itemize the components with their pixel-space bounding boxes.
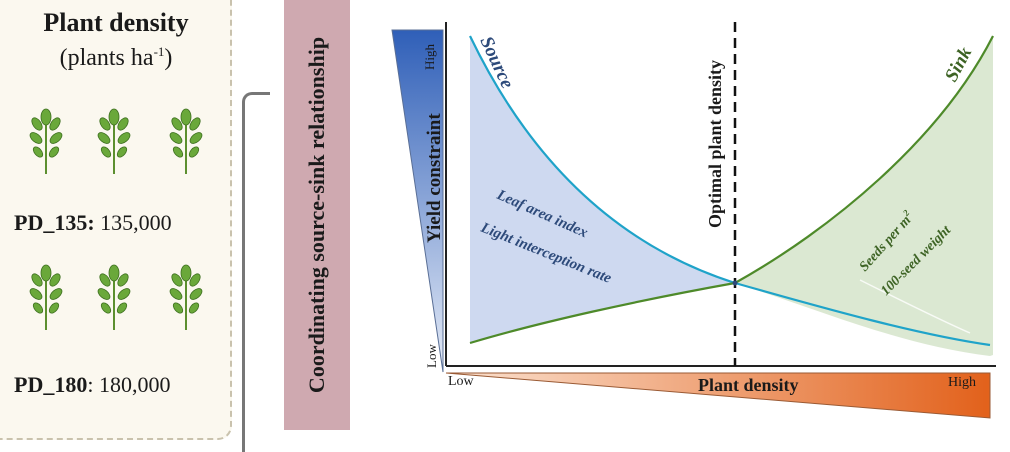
source-sink-diagram: High Low Yield constraint Low High Plant… [391, 22, 996, 419]
y-high-label: High [422, 44, 437, 71]
y-axis-label: Yield constraint [424, 113, 445, 243]
soybean-plant-icon [169, 108, 203, 174]
relationship-band [284, 0, 350, 430]
density-label-135: PD_135: 135,000 [14, 210, 172, 235]
soybean-plant-icon [97, 264, 131, 330]
sink-area [735, 36, 993, 356]
sink-guide-line [859, 279, 971, 334]
plant-density-unit: (plants ha-1) [59, 44, 173, 71]
optimal-density-label: Optimal plant density [705, 60, 725, 228]
plant-density-wedge [445, 372, 991, 419]
source-area [470, 36, 735, 343]
x-axis-label: Plant density [698, 375, 799, 395]
soybean-plant-icon [29, 108, 63, 174]
x-low-label: Low [448, 374, 475, 389]
y-low-label: Low [424, 344, 439, 368]
optimal-intersection-point [732, 280, 738, 286]
plant-density-panel: Plant density (plants ha-1) PD_135: 135,… [0, 0, 232, 440]
connector-bracket [242, 92, 270, 452]
plant-row-135 [14, 108, 214, 178]
plant-density-title: Plant density [43, 8, 189, 37]
soybean-plant-icon [169, 264, 203, 330]
soybean-plant-icon [29, 264, 63, 330]
yield-constraint-wedge [391, 29, 444, 373]
soybean-plant-icon [97, 108, 131, 174]
x-high-label: High [948, 375, 976, 390]
sink-curve [469, 35, 994, 345]
plant-row-180 [14, 264, 214, 334]
source-curve [469, 35, 991, 347]
density-label-180: PD_180: 180,000 [14, 372, 171, 397]
